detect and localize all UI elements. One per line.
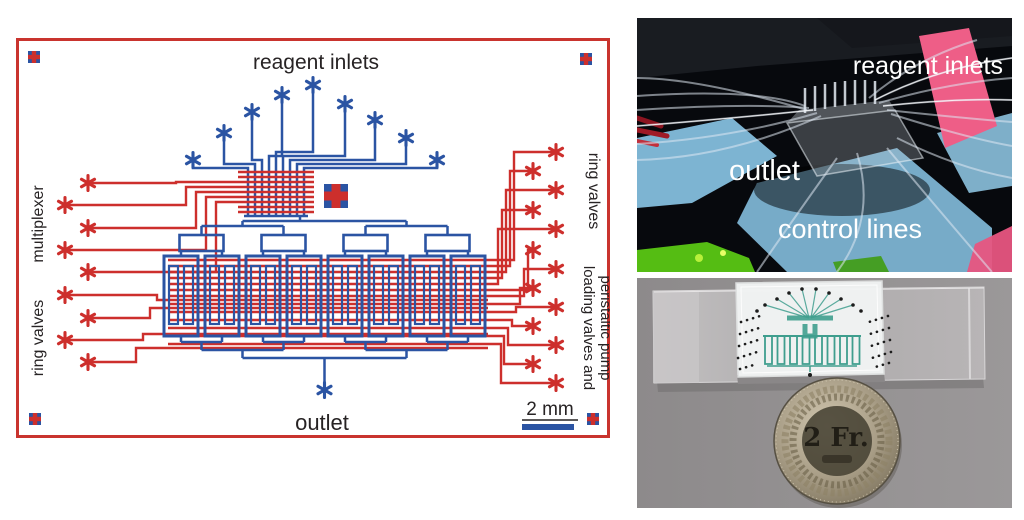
- inlet-port-icon: [215, 123, 233, 143]
- pink-tape: [919, 28, 1012, 272]
- coin-denomination: 2 Fr.: [803, 423, 869, 453]
- coin-center: [802, 406, 872, 476]
- pdms-chip-block: [735, 280, 893, 384]
- chip-schematic-drawing: reagent inlets: [16, 38, 610, 438]
- schematic-border: [16, 38, 610, 438]
- ring-valves-right-label: ring valves: [585, 153, 602, 229]
- fiducial-marker-icon: [28, 51, 40, 63]
- alignment-cross-icon: [324, 184, 348, 208]
- photo-outlet-label: outlet: [729, 155, 800, 187]
- green-tape: [637, 242, 889, 272]
- multiplexer-control-lines: [65, 180, 238, 274]
- inlet-port-icon: [304, 75, 322, 95]
- lower-flow-tree: [179, 336, 470, 382]
- upper-flow-tree: [178, 216, 471, 256]
- punched-holes: [755, 287, 863, 377]
- inlet-port-icon: [336, 94, 354, 114]
- chip-scale-photo: 2 Fr.: [637, 278, 1012, 508]
- two-franc-coin: 2 Fr.: [773, 377, 902, 508]
- loading-valve-box: [342, 233, 389, 253]
- scale-bar: 2 mm: [522, 399, 578, 430]
- inlet-port-icon: [184, 150, 202, 170]
- tubing-highlights: [637, 57, 1012, 127]
- fiducial-marker-icon: [587, 413, 599, 425]
- coin-year-marks: [822, 455, 852, 463]
- inlet-port-icon: [366, 110, 384, 130]
- outlet-port-icon: [316, 380, 333, 400]
- chip-photo-with-tubing: reagent inlets outlet control lines: [637, 18, 1012, 272]
- multiplexer-grid: [238, 170, 314, 214]
- chip-photo-drawing: reagent inlets outlet control lines: [637, 18, 1012, 272]
- inlet-port-icon: [273, 85, 291, 105]
- multiplexer-label: multiplexer: [30, 185, 47, 263]
- inlet-port-icon: [243, 102, 261, 122]
- coin-wreath-inner: [789, 393, 885, 489]
- ring-valve-control-lines-left: [65, 293, 488, 364]
- loading-valves-label-line2: peristaltic pump: [597, 275, 610, 380]
- scale-bar-blue-bar: [522, 424, 574, 430]
- coin-wreath-outer: [781, 385, 893, 497]
- chip-schematic-panel: reagent inlets: [16, 38, 610, 438]
- microfluidic-chip: [785, 80, 925, 177]
- coin-reeded-edge: [775, 379, 899, 503]
- chip-scale-photo-drawing: 2 Fr.: [637, 278, 1012, 508]
- loading-valve-box: [424, 233, 471, 253]
- chip-pattern: [763, 288, 861, 372]
- chip-shadow: [754, 164, 930, 216]
- outlet-port: [316, 380, 333, 400]
- inlet-port-icon: [428, 150, 446, 170]
- outlet-label: outlet: [295, 410, 349, 435]
- control-ports-right: [524, 142, 565, 393]
- scale-bar-label: 2 mm: [526, 399, 574, 420]
- background-shadow: [817, 18, 1012, 48]
- fiducial-marker-icon: [580, 53, 592, 65]
- ring-valves-left-label: ring valves: [30, 300, 47, 376]
- photo-reagent-inlets-label: reagent inlets: [853, 52, 1003, 80]
- inlet-port-icon: [397, 128, 415, 148]
- loading-valves-label-line1: loading valves and: [580, 266, 597, 390]
- loading-valve-box: [260, 233, 307, 253]
- reagent-inlets-label: reagent inlets: [253, 51, 379, 74]
- fiducial-marker-icon: [29, 413, 41, 425]
- photo-control-lines-label: control lines: [778, 214, 922, 244]
